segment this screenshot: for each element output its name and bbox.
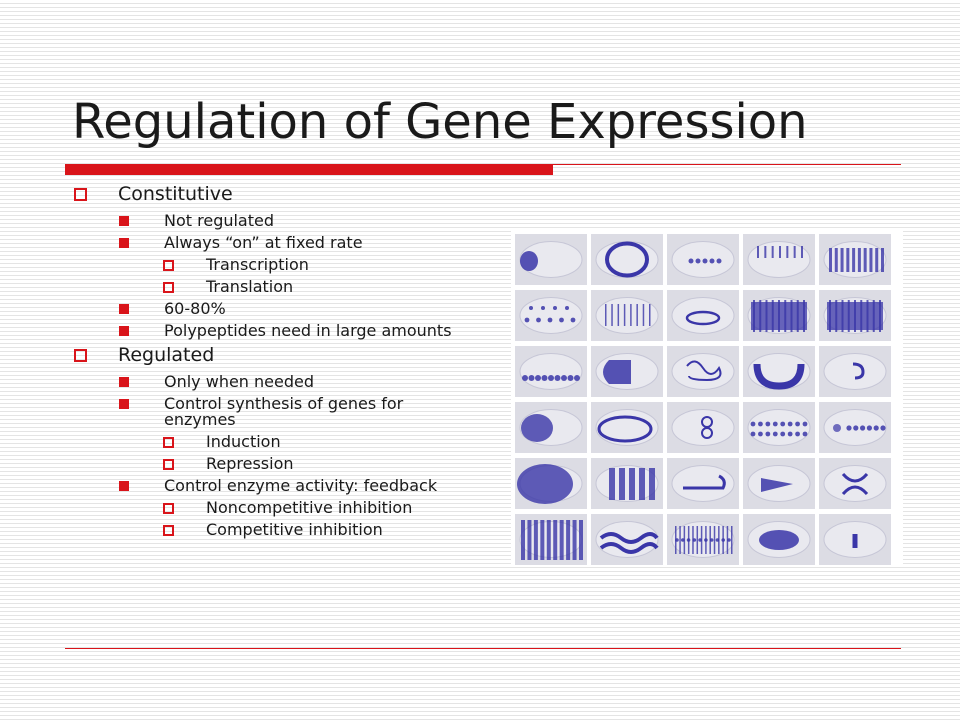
embryo-panel-vertical-dots [591,290,663,341]
bullet-text: 60-80% [164,299,226,318]
bullet-level-2: Control enzyme activity: feedback [70,478,470,494]
hollow-square-bullet-icon [163,437,174,448]
embryo-panel-band-block [743,290,815,341]
embryo-panel-comb-stripes [515,514,587,565]
embryo-panel-arrow [743,458,815,509]
bullet-text: Not regulated [164,211,275,230]
bullet-level-3: Translation [70,279,470,295]
bullet-text: Only when needed [164,372,315,391]
bullet-level-2: Only when needed [70,374,470,390]
filled-square-bullet-icon [119,399,129,409]
bullet-text: Control enzyme activity: feedback [164,476,438,495]
bullet-level-2: Control synthesis of genes for enzymes [70,396,470,428]
filled-square-bullet-icon [119,216,129,226]
slide-title: Regulation of Gene Expression [72,94,808,150]
hollow-square-bullet-icon [163,525,174,536]
embryo-expression-image [511,229,903,567]
embryo-panel-stripes-top [743,234,815,285]
embryo-panel-squiggle [667,346,739,397]
embryo-panel-cup-anterior [591,346,663,397]
bullet-text: Repression [206,454,294,473]
bullet-level-1: Constitutive [70,182,470,207]
bullet-level-2: Always “on” at fixed rate [70,235,470,251]
embryo-panel-scattered-spots [515,290,587,341]
bullet-level-2: 60-80% [70,301,470,317]
filled-square-bullet-icon [119,326,129,336]
embryo-panel-segmented-dots [743,402,815,453]
bullet-level-3: Noncompetitive inhibition [70,500,470,516]
embryo-panel-figure-eight [667,402,739,453]
bullet-text: Induction [206,432,281,451]
embryo-panel-dark-blob [743,514,815,565]
bullet-level-3: Competitive inhibition [70,522,470,538]
embryo-panel-wing-pattern [819,458,891,509]
embryo-panel-u-shape [743,346,815,397]
embryo-panel-dark-posterior [515,458,587,509]
filled-square-bullet-icon [119,481,129,491]
embryo-panel-anterior-patch [515,234,587,285]
hollow-square-bullet-icon [163,282,174,293]
title-underline-thick [65,164,553,175]
embryo-panel-dense-bands [819,234,891,285]
embryo-panel-dense-mesh [667,514,739,565]
embryo-panel-anterior-cap [515,402,587,453]
filled-square-bullet-icon [119,238,129,248]
hollow-square-bullet-icon [163,503,174,514]
bullet-text: Translation [206,277,294,296]
hollow-square-bullet-icon [74,349,87,362]
bullet-text: Control synthesis of genes for enzymes [164,394,404,429]
bullet-text: Competitive inhibition [206,520,383,539]
bullet-text: Constitutive [118,183,233,205]
embryo-panel-small-curl [819,346,891,397]
embryo-panel-ventral-arcs [515,346,587,397]
bullet-level-3: Repression [70,456,470,472]
footer-rule [65,648,901,649]
embryo-panel-ring [591,234,663,285]
embryo-panel-posterior-dots [819,402,891,453]
bullet-level-3: Transcription [70,257,470,273]
bullet-text: Transcription [206,255,309,274]
hollow-square-bullet-icon [74,188,87,201]
bullet-level-2: Polypeptides need in large amounts [70,323,470,339]
title-underline-thin [553,164,901,165]
embryo-panel-ring-edge [591,402,663,453]
embryo-panel-band-block [819,290,891,341]
bullet-level-1: Regulated [70,343,470,368]
bullet-text: Regulated [118,344,215,366]
embryo-panel-thick-stripes [591,458,663,509]
embryo-panel-central-loop [667,290,739,341]
filled-square-bullet-icon [119,304,129,314]
bullet-text: Polypeptides need in large amounts [164,321,452,340]
embryo-panel-hook [667,458,739,509]
hollow-square-bullet-icon [163,459,174,470]
bullet-level-2: Not regulated [70,213,470,229]
bullet-text: Always “on” at fixed rate [164,233,363,252]
filled-square-bullet-icon [119,377,129,387]
bullet-level-3: Induction [70,434,470,450]
embryo-panel-wavy-bands [591,514,663,565]
embryo-panel-small-tick [819,514,891,565]
hollow-square-bullet-icon [163,260,174,271]
embryo-panel-dotted-row [667,234,739,285]
bullet-text: Noncompetitive inhibition [206,498,413,517]
